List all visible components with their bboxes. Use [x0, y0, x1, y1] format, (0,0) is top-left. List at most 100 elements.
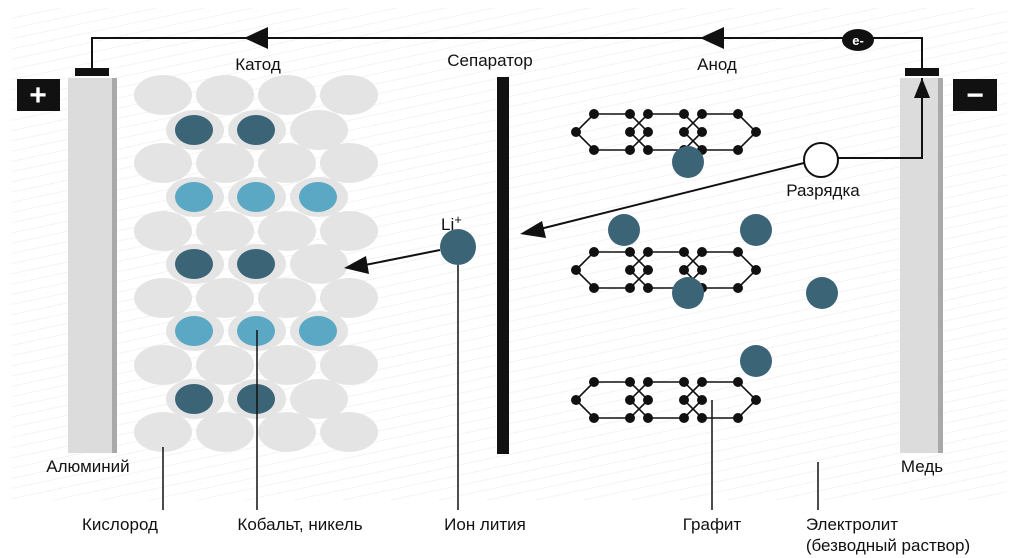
carbon-atom	[643, 395, 653, 405]
carbon-atom	[733, 413, 743, 423]
carbon-atom	[625, 413, 635, 423]
oxygen-atom	[320, 211, 378, 251]
lithium-ion	[440, 229, 476, 265]
carbon-atom	[589, 109, 599, 119]
carbon-atom	[751, 127, 761, 137]
ion-arrow-line	[364, 249, 441, 266]
discharge-path-arrowhead-up	[914, 78, 930, 98]
ion-arrowhead	[344, 256, 369, 274]
intercalated-lithium-atom	[608, 214, 640, 246]
electrolyte-note-label: (безводный раствор)	[806, 536, 970, 555]
carbon-atom	[643, 283, 653, 293]
discharge-label: Разрядка	[786, 181, 860, 200]
carbon-atom	[589, 283, 599, 293]
positive-terminal-cap	[75, 68, 109, 76]
cobalt-nickel-atom	[175, 316, 213, 346]
oxygen-atom	[258, 143, 316, 183]
aluminium-plate-edge	[112, 78, 117, 453]
carbon-atom	[679, 265, 689, 275]
negative-terminal-cap	[905, 68, 939, 76]
external-circuit-wire	[91, 37, 923, 70]
discharge-path-line	[838, 78, 923, 159]
minus-box	[953, 79, 997, 111]
carbon-atom	[571, 265, 581, 275]
carbon-atom	[679, 413, 689, 423]
carbon-atom	[679, 395, 689, 405]
oxygen-label: Кислород	[82, 515, 158, 534]
cathode-label: Катод	[235, 55, 281, 74]
anode-label: Анод	[697, 55, 737, 74]
carbon-atom	[679, 377, 689, 387]
intercalated-lithium-atom	[672, 146, 704, 178]
carbon-atom	[733, 283, 743, 293]
carbon-atom	[679, 127, 689, 137]
carbon-atom	[589, 247, 599, 257]
carbon-atom	[589, 145, 599, 155]
carbon-atom	[733, 109, 743, 119]
aluminium-plate	[68, 78, 114, 453]
minus-sign-icon: −	[966, 79, 984, 112]
carbon-atom	[697, 265, 707, 275]
oxygen-atom	[258, 345, 316, 385]
oxygen-atom	[258, 75, 316, 115]
intercalated-lithium-atom	[806, 277, 838, 309]
separator-bar	[497, 77, 509, 454]
electrolyte-label: Электролит	[806, 515, 898, 534]
carbon-atom	[697, 395, 707, 405]
oxygen-atom	[196, 345, 254, 385]
carbon-atom	[697, 127, 707, 137]
carbon-atom	[625, 247, 635, 257]
aluminium-label: Алюминий	[46, 457, 129, 476]
plus-sign-icon: +	[29, 79, 47, 112]
lithium-atom	[175, 384, 213, 414]
oxygen-atom	[134, 75, 192, 115]
carbon-atom	[571, 127, 581, 137]
cobalt-nickel-label: Кобальт, никель	[237, 515, 362, 534]
carbon-atom	[697, 109, 707, 119]
li-ion-symbol: Li+	[441, 212, 462, 234]
discharge-arrowhead-left	[520, 221, 546, 238]
oxygen-atom	[258, 278, 316, 318]
oxygen-atom	[320, 345, 378, 385]
discharge-vacancy-circle	[803, 142, 839, 178]
cathode-lattice	[134, 75, 378, 452]
oxygen-atom	[196, 412, 254, 452]
electron-badge	[842, 29, 874, 51]
oxygen-atom	[290, 244, 348, 284]
carbon-atom	[589, 413, 599, 423]
carbon-atom	[679, 109, 689, 119]
carbon-atom	[625, 283, 635, 293]
carbon-atom	[733, 145, 743, 155]
carbon-atom	[589, 377, 599, 387]
oxygen-atom	[134, 278, 192, 318]
circuit-arrow-right	[700, 27, 724, 49]
carbon-atom	[625, 395, 635, 405]
carbon-atom	[625, 127, 635, 137]
oxygen-atom	[134, 345, 192, 385]
lithium-atom	[237, 384, 275, 414]
carbon-atom	[751, 265, 761, 275]
copper-plate	[900, 78, 940, 453]
lithium-atom	[175, 249, 213, 279]
oxygen-atom	[320, 278, 378, 318]
carbon-atom	[571, 395, 581, 405]
graphite-layers	[571, 109, 838, 423]
oxygen-atom	[290, 379, 348, 419]
carbon-atom	[751, 395, 761, 405]
oxygen-atom	[196, 143, 254, 183]
intercalated-lithium-atom	[672, 277, 704, 309]
lithium-atom	[237, 249, 275, 279]
carbon-atom	[643, 413, 653, 423]
oxygen-atom	[196, 211, 254, 251]
lithium-atom	[237, 115, 275, 145]
carbon-atom	[643, 109, 653, 119]
carbon-atom	[643, 377, 653, 387]
oxygen-atom	[320, 412, 378, 452]
carbon-atom	[733, 377, 743, 387]
graphite-label: Графит	[683, 515, 742, 534]
lithium-atom	[175, 115, 213, 145]
carbon-atom	[625, 145, 635, 155]
cobalt-nickel-atom	[237, 316, 275, 346]
oxygen-atom	[290, 110, 348, 150]
